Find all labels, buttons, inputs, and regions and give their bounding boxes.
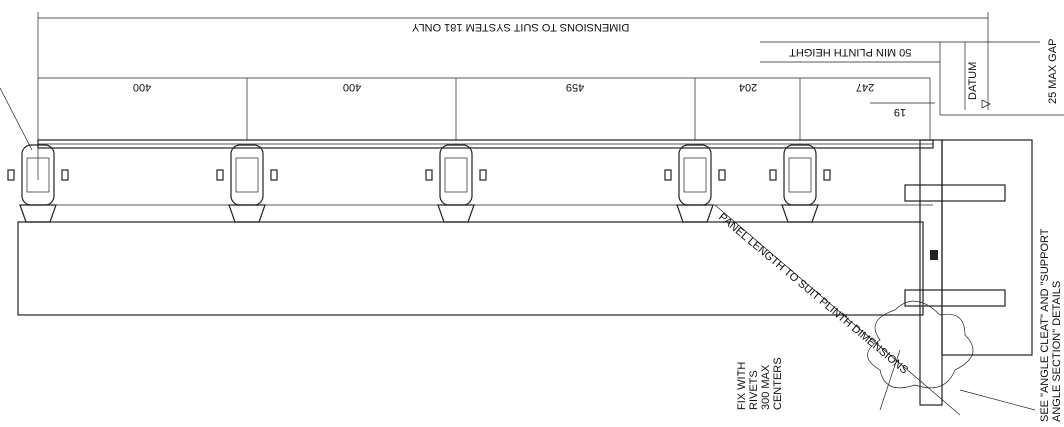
overall-dimension-label: DIMENSIONS TO SUIT SYSTEM 181 ONLY (411, 21, 629, 33)
gap-label: 25 MAX GAP (1047, 39, 1059, 104)
plinth-label: 50 MIN PLINTH HEIGHT (789, 46, 912, 58)
datum-marker: DATUM (939, 42, 991, 115)
clamp (664, 144, 726, 223)
rivets-line-3: 300 MAX (760, 364, 772, 410)
dim-segment-4: 204 (739, 81, 757, 93)
see-line-2: ANGLE SECTION" DETAILS (1051, 281, 1063, 422)
see-details-note: SEE "ANGLE CLEAT" AND "SUPPORT ANGLE SEC… (959, 228, 1063, 422)
clamp (7, 144, 69, 223)
rivets-line-1: FIX WITH (736, 362, 748, 410)
end-wall (904, 139, 1033, 406)
rivets-line-2: RIVETS (748, 370, 760, 410)
rivets-line-4: CENTERS (772, 357, 784, 410)
gap-dimension: 25 MAX GAP (940, 39, 1064, 116)
panel-rail (17, 139, 934, 316)
segment-dimensions: 400 400 459 204 247 19 (38, 77, 935, 140)
clamp (425, 144, 487, 223)
overall-dimension: DIMENSIONS TO SUIT SYSTEM 181 ONLY (37, 12, 989, 180)
clamp (769, 144, 831, 223)
clamp-group (7, 144, 831, 223)
datum-label: DATUM (967, 62, 979, 100)
dim-segment-1: 400 (133, 81, 151, 93)
leader-top-left (0, 87, 33, 151)
panel-length-label: PANEL LENGTH TO SUIT PLINTH DIMENSIONS (716, 211, 910, 377)
rivets-note: FIX WITH RIVETS 300 MAX CENTERS (736, 349, 901, 411)
dim-segment-6: 19 (894, 106, 906, 118)
plinth-dimension: 50 MIN PLINTH HEIGHT (760, 41, 1040, 63)
clamp (216, 144, 278, 223)
see-line-1: SEE "ANGLE CLEAT" AND "SUPPORT (1039, 228, 1051, 422)
dim-segment-2: 400 (343, 81, 361, 93)
dim-segment-3: 459 (566, 81, 584, 93)
revision-cloud (867, 300, 974, 389)
dim-segment-5: 247 (856, 81, 874, 93)
